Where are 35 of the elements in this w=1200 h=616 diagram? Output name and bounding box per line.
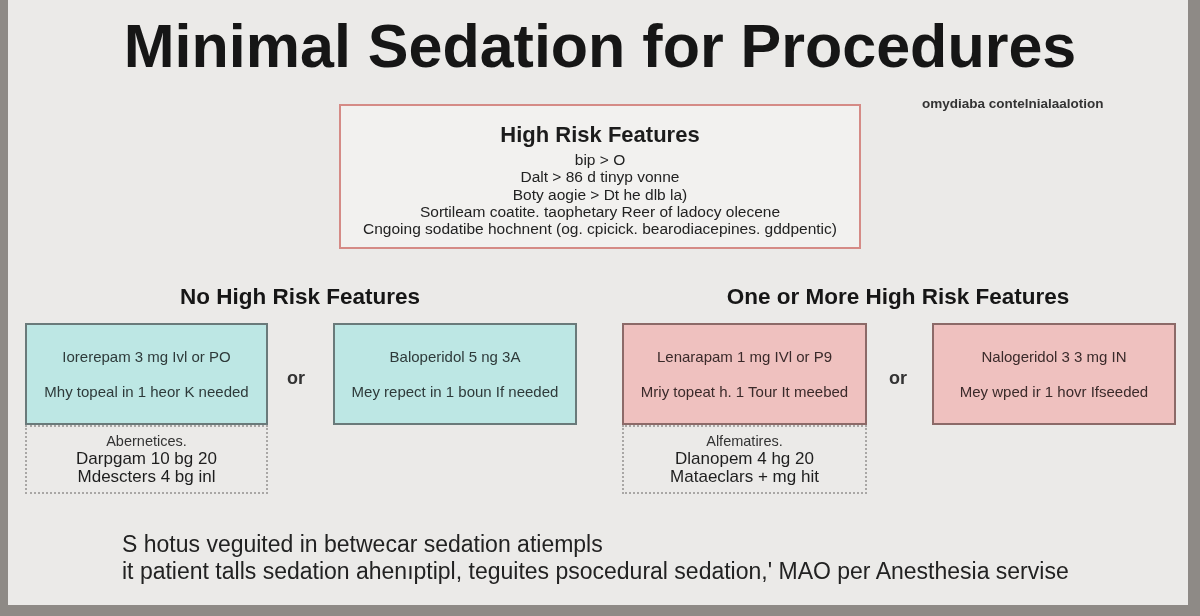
box-text: Mey wped ir 1 hovr Ifseeded (959, 382, 1149, 401)
box-text: Sortileam coatite. taophetary Reer of ladocy olecene (419, 202, 781, 221)
box-text: Dalt > 86 d tinyp vonne (520, 168, 680, 186)
box-text: Alfematires. (706, 432, 783, 450)
or-text: or (889, 367, 907, 390)
box-text: Dlanopem 4 hg 20 (675, 450, 814, 468)
box-text: Boty aogie > Dt he dlb la) (512, 185, 688, 203)
medication-box (622, 323, 867, 425)
box-text: Mriy topeat h. 1 Tour It meebed (640, 382, 849, 401)
box-text: Mdescters 4 bg inl (77, 468, 216, 486)
box-text: bip > O (574, 151, 626, 169)
medication-box (25, 323, 268, 425)
footnote-text: it patient talls sedation ahenıptipl, teguites psocedural sedation,' MAO per Anesthesia servise (122, 558, 1069, 585)
section-heading: One or More High Risk Features (726, 283, 1070, 311)
box-text: Baloperidol 5 ng 3A (389, 347, 521, 366)
risk-features-box (339, 104, 861, 249)
alternatives-box (622, 425, 867, 494)
box-text: Darpgam 10 bg 20 (76, 450, 217, 468)
title: Minimal Sedation for Procedures (123, 11, 1077, 81)
box-text: Mhy topeal in 1 heor K needed (44, 382, 249, 401)
or-text: or (287, 367, 305, 390)
section-heading: No High Risk Features (179, 283, 421, 311)
note-text: omydiaba contelnialaalotion (922, 96, 1104, 112)
medication-box (333, 323, 577, 425)
box-text: Lenarapam 1 mg IVl or P9 (656, 347, 833, 366)
box-text: Nalogeridol 3 3 mg IN (981, 347, 1127, 366)
box-text: Mataeclars + mg hit (670, 468, 819, 486)
box-text: Mey repect in 1 boun If needed (351, 382, 559, 401)
medication-box (932, 323, 1176, 425)
footnote-text: S hotus veguited in betwecar sedation atiempls (122, 531, 603, 558)
alternatives-box (25, 425, 268, 494)
box-text: Iorerepam 3 mg Ivl or PO (62, 347, 231, 366)
box-text: Cngoing sodatibe hochnent (og. cpicick. bearodiacepines. gddpentic) (363, 220, 837, 238)
box-heading: High Risk Features (500, 122, 700, 148)
box-text: Abernetices. (106, 432, 187, 450)
